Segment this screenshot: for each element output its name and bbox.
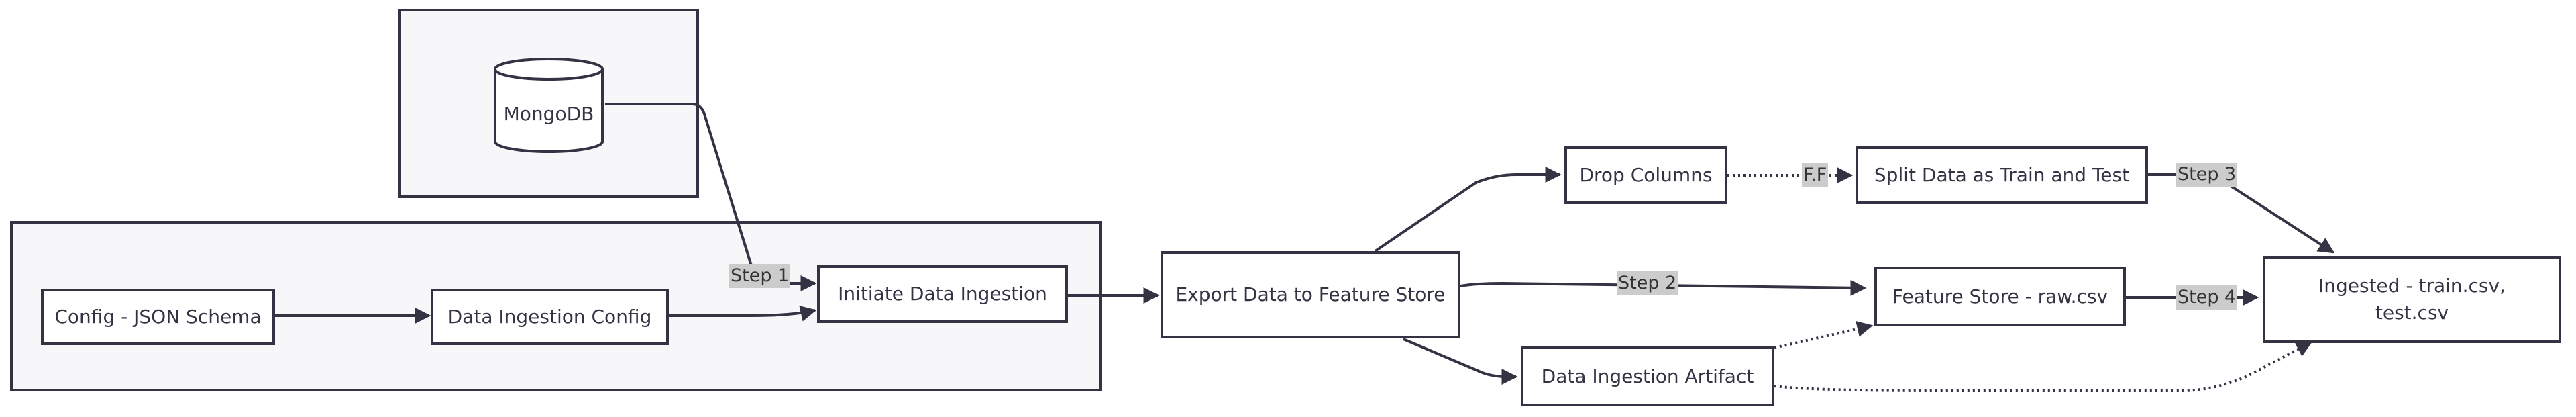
edge-label-step1: Step 1 [729,264,791,288]
ingested-train-test-node: Ingested - train.csv, test.csv [2263,256,2561,343]
data-ingestion-config-node: Data Ingestion Config [431,289,669,345]
export-to-feature-store-node: Export Data to Feature Store [1161,251,1460,338]
edge-label-step2: Step 2 [1617,271,1678,295]
edge-artifact-featurestore [1774,321,1874,349]
edge-label-ff: F.F [1802,163,1829,187]
edge-artifact-ingested [1774,341,2313,392]
split-train-test-node: Split Data as Train and Test [1856,146,2148,204]
edge-label-step4: Step 4 [2176,285,2238,310]
edge-export-artifact [1403,338,1518,385]
edge-label-step3: Step 3 [2176,163,2238,187]
initiate-data-ingestion-node: Initiate Data Ingestion [817,265,1068,323]
edge-export-featurestore [1460,279,1867,296]
drop-columns-node: Drop Columns [1564,146,1727,204]
mongodb-label: MongoDB [503,103,594,125]
database-icon [494,69,604,153]
edge-ingestionconfig-initiate [669,306,817,322]
edge-export-dropcolumns [1374,167,1562,252]
feature-store-raw-node: Feature Store - raw.csv [1874,267,2126,326]
data-ingestion-artifact-node: Data Ingestion Artifact [1521,346,1774,406]
config-json-schema-node: Config - JSON Schema [41,289,275,345]
